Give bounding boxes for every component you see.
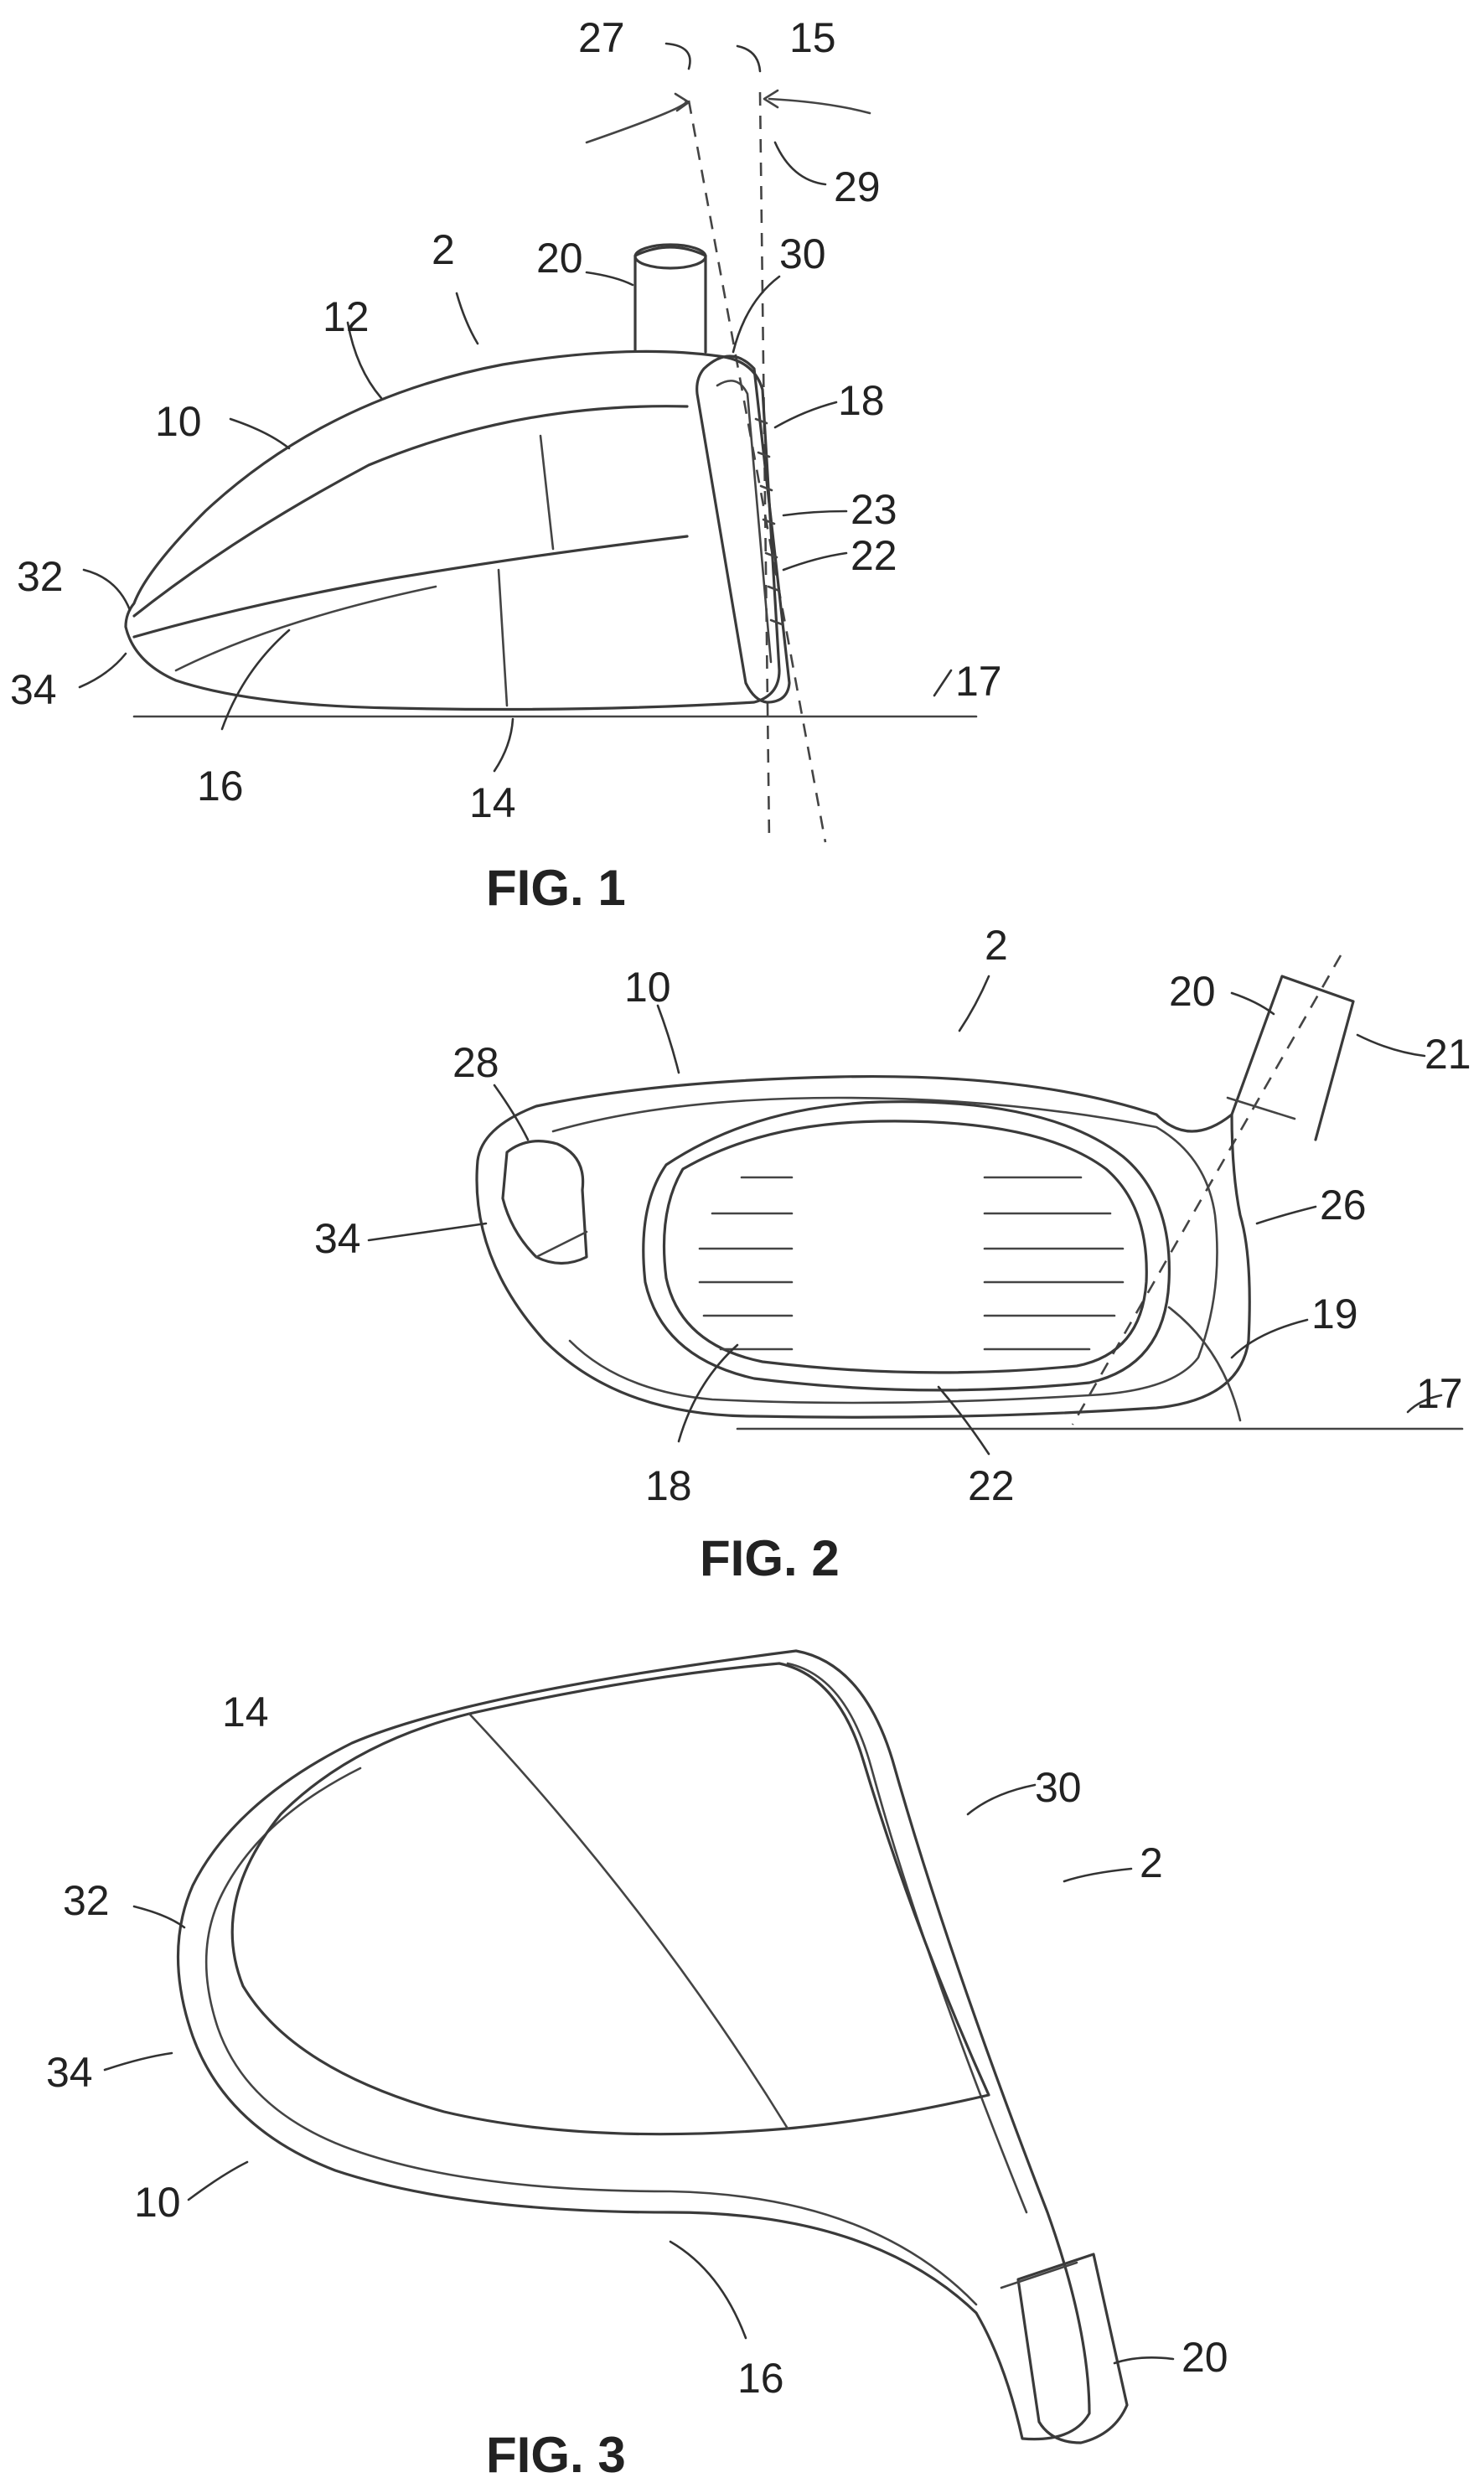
ref-label-23: 23 bbox=[851, 486, 897, 533]
ref-label-10: 10 bbox=[624, 964, 671, 1011]
ref-label-26: 26 bbox=[1320, 1182, 1367, 1229]
leader-34 bbox=[80, 654, 126, 687]
ref-label-18: 18 bbox=[838, 377, 885, 424]
leader-21 bbox=[1357, 1035, 1425, 1056]
leader-15 bbox=[737, 46, 760, 71]
leader-10 bbox=[230, 419, 289, 448]
club-body-outline bbox=[178, 1651, 1090, 2439]
skirt-bottom-line bbox=[134, 536, 687, 637]
ref-label-34: 34 bbox=[10, 666, 57, 713]
ref-label-22: 22 bbox=[851, 532, 897, 579]
face-grooves bbox=[756, 419, 782, 624]
sole-plate bbox=[232, 1663, 989, 2134]
leader-10 bbox=[189, 2162, 247, 2200]
ref-label-21: 21 bbox=[1425, 1031, 1471, 1078]
leader-18 bbox=[679, 1345, 737, 1441]
leader-18 bbox=[775, 402, 836, 427]
face-outline bbox=[644, 1102, 1170, 1390]
ref-label-16: 16 bbox=[737, 2355, 784, 2402]
leader-2 bbox=[457, 293, 478, 344]
ref-label-29: 29 bbox=[834, 163, 881, 210]
ref-label-2: 2 bbox=[1140, 1839, 1163, 1886]
section-line-a bbox=[540, 436, 553, 549]
ref-label-28: 28 bbox=[452, 1039, 499, 1086]
face-inner bbox=[717, 380, 771, 662]
ref-label-19: 19 bbox=[1311, 1291, 1358, 1337]
hosel bbox=[635, 247, 706, 352]
leader-2 bbox=[959, 976, 989, 1031]
ref-label-22: 22 bbox=[968, 1462, 1015, 1509]
leader-22 bbox=[938, 1387, 989, 1454]
ref-label-20: 20 bbox=[1169, 968, 1216, 1015]
leader-16 bbox=[670, 2242, 746, 2338]
leader-30 bbox=[733, 277, 779, 352]
leader-22 bbox=[783, 553, 846, 570]
hosel bbox=[1018, 2254, 1127, 2443]
ref-label-14: 14 bbox=[469, 779, 516, 826]
leader-29 bbox=[775, 142, 825, 184]
ref-label-32: 32 bbox=[63, 1877, 110, 1924]
crown-skirt-line bbox=[134, 406, 687, 616]
ref-label-20: 20 bbox=[536, 235, 583, 282]
leader-32 bbox=[84, 570, 130, 610]
score-lines bbox=[700, 1177, 1123, 1349]
figure-2: 2 10 20 21 28 34 26 19 17 18 22 FIG. 2 bbox=[314, 922, 1471, 1586]
striking-face bbox=[664, 1121, 1147, 1373]
leader-19 bbox=[1232, 1320, 1307, 1358]
ref-label-12: 12 bbox=[323, 293, 370, 340]
leader-34 bbox=[369, 1223, 486, 1240]
angle-arc-right bbox=[769, 99, 870, 113]
ref-label-27: 27 bbox=[578, 14, 625, 61]
leader-20 bbox=[1114, 2357, 1173, 2363]
leader-17 bbox=[934, 670, 951, 696]
ref-label-20: 20 bbox=[1182, 2334, 1228, 2381]
club-body-outline bbox=[477, 1077, 1249, 1418]
ref-label-10: 10 bbox=[155, 398, 202, 445]
ref-label-10: 10 bbox=[134, 2179, 181, 2226]
leader-26 bbox=[1257, 1207, 1316, 1223]
ref-label-30: 30 bbox=[779, 230, 826, 277]
leader-23 bbox=[783, 511, 846, 515]
rim-inner-line bbox=[788, 1663, 1026, 2212]
section-line-b bbox=[499, 570, 507, 706]
toe-patch bbox=[503, 1141, 587, 1264]
ref-label-2: 2 bbox=[432, 226, 455, 273]
figure-1: 27 15 29 20 30 2 12 18 10 23 22 32 34 17… bbox=[10, 14, 1002, 916]
angle-arc bbox=[587, 101, 686, 142]
leader-14 bbox=[494, 719, 513, 771]
hosel-band bbox=[1228, 1098, 1295, 1119]
ref-label-34: 34 bbox=[314, 1215, 361, 1262]
figure-3-caption: FIG. 3 bbox=[486, 2427, 626, 2483]
figure-3: 14 30 2 32 34 10 16 20 FIG. 3 bbox=[46, 1651, 1228, 2483]
ref-label-17: 17 bbox=[1416, 1370, 1463, 1417]
leader-20 bbox=[587, 272, 633, 285]
toe-patch-line bbox=[536, 1232, 587, 1257]
hosel-band bbox=[1001, 2263, 1077, 2288]
ref-label-16: 16 bbox=[197, 763, 244, 810]
shaft-axis-line bbox=[1073, 955, 1341, 1425]
body-inner-line bbox=[553, 1098, 1218, 1403]
ref-label-17: 17 bbox=[955, 658, 1002, 705]
ref-label-18: 18 bbox=[645, 1462, 692, 1509]
sole-divider bbox=[469, 1714, 788, 2129]
ref-label-32: 32 bbox=[17, 553, 64, 600]
skirt-inner-line bbox=[176, 587, 436, 670]
leader-27 bbox=[666, 44, 690, 69]
ref-label-15: 15 bbox=[789, 14, 836, 61]
face-outline bbox=[697, 356, 789, 702]
ref-label-14: 14 bbox=[222, 1689, 269, 1736]
leader-34 bbox=[105, 2053, 172, 2070]
figure-2-caption: FIG. 2 bbox=[700, 1530, 840, 1586]
leader-32 bbox=[134, 1906, 184, 1927]
ref-label-30: 30 bbox=[1035, 1764, 1082, 1811]
leader-20 bbox=[1232, 993, 1274, 1014]
ref-label-2: 2 bbox=[985, 922, 1008, 969]
ref-label-34: 34 bbox=[46, 2049, 93, 2096]
figure-1-caption: FIG. 1 bbox=[486, 860, 626, 916]
leader-30 bbox=[968, 1785, 1035, 1814]
leader-2 bbox=[1064, 1869, 1131, 1881]
leader-10 bbox=[658, 1006, 679, 1073]
rim-inner-line-2 bbox=[206, 1768, 976, 2305]
